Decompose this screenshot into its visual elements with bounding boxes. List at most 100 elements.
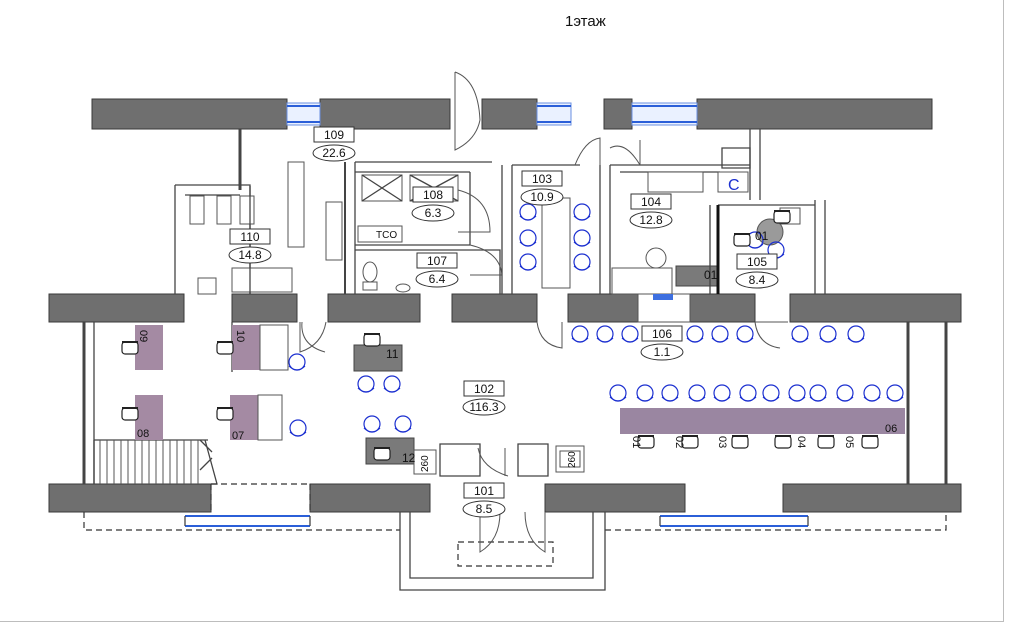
office-chair-icon <box>773 210 791 224</box>
top-entry-door <box>454 71 481 151</box>
chair-icon <box>819 325 837 343</box>
outer-side-walls <box>82 129 948 484</box>
chair-icon <box>357 375 375 393</box>
room-102-label: 102 116.3 <box>462 380 506 416</box>
room-106-number: 106 <box>652 327 672 341</box>
ws-01: 01 <box>630 436 642 448</box>
office-chair-icon <box>121 407 139 421</box>
room-103-label: 103 10.9 <box>520 170 564 206</box>
office-chair-icon <box>774 435 792 449</box>
office-chair-icon <box>373 447 391 461</box>
chair-icon <box>596 325 614 343</box>
room-110-area: 14.8 <box>238 248 262 262</box>
chair-icon <box>288 353 306 371</box>
chair-icon <box>571 325 589 343</box>
office-chairs <box>121 210 879 461</box>
reception-booths <box>413 443 585 477</box>
room-104-workstation-label: 01 <box>704 268 718 282</box>
chair-icon <box>736 325 754 343</box>
chair-icon <box>886 384 904 402</box>
room-104-area: 12.8 <box>639 213 663 227</box>
chair-icon <box>713 384 731 402</box>
room-106-area <box>637 293 788 349</box>
ws-05: 05 <box>843 436 855 448</box>
office-chair-icon <box>216 407 234 421</box>
room-104-number: 104 <box>641 195 661 209</box>
chair-icon <box>661 384 679 402</box>
grey-desks <box>353 344 415 465</box>
office-chair-icon <box>121 341 139 355</box>
label-260-a: 260 <box>420 455 431 472</box>
room-106-area: 1.1 <box>654 345 671 359</box>
ws-07: 07 <box>232 430 244 442</box>
chair-icon <box>519 253 537 271</box>
chair-icon <box>847 325 865 343</box>
ws-12: 12 <box>402 451 416 465</box>
room-110-number: 110 <box>240 230 259 244</box>
chair-icon <box>836 384 854 402</box>
room-105-workstation-label: 01 <box>755 229 769 243</box>
chair-icon <box>289 419 307 437</box>
right-desk-row <box>620 408 905 434</box>
left-desks <box>135 324 289 441</box>
room-107-area <box>355 244 503 294</box>
ws-06: 06 <box>885 423 897 435</box>
middle-wall-band <box>48 293 962 323</box>
ws-11: 11 <box>386 347 399 361</box>
ws-09: 09 <box>137 330 149 342</box>
chair-icon <box>519 203 537 221</box>
room-108-number: 108 <box>423 188 443 202</box>
bottom-wall-band <box>48 483 962 513</box>
office-chair-icon <box>363 333 381 347</box>
room-109-area <box>287 161 356 353</box>
page-frame <box>0 0 1004 622</box>
office-chair-icon <box>637 435 655 449</box>
chair-icon <box>711 325 729 343</box>
chair-icon <box>609 384 627 402</box>
office-chair-icon <box>731 435 749 449</box>
chair-icon <box>636 384 654 402</box>
room-102-area: 116.3 <box>469 400 498 414</box>
bottom-windows <box>184 515 809 527</box>
chair-icon <box>809 384 827 402</box>
ws-10: 10 <box>234 330 246 342</box>
workstation-labels: 01 02 03 04 05 06 07 08 09 10 11 12 <box>137 330 897 465</box>
chair-icon <box>762 384 780 402</box>
office-chair-icon <box>861 435 879 449</box>
room-101-doors <box>479 511 546 553</box>
office-chair-icon <box>733 233 751 247</box>
room-102-number: 102 <box>474 382 494 396</box>
ws-08: 08 <box>137 428 149 440</box>
chair-icon <box>573 253 591 271</box>
room-103-number: 103 <box>532 172 552 186</box>
room-109-label: 109 22.6 <box>312 126 356 162</box>
ws-04: 04 <box>795 436 807 448</box>
chair-icon <box>621 325 639 343</box>
chair-icon <box>363 415 381 433</box>
room-103-area: 10.9 <box>530 190 554 204</box>
chair-icon <box>739 384 757 402</box>
floor-title: 1этаж <box>565 13 606 30</box>
room-107-number: 107 <box>427 254 447 268</box>
c-mark-label: C <box>728 177 740 194</box>
office-chair-icon <box>817 435 835 449</box>
chair-icon <box>573 203 591 221</box>
room-110-area <box>174 184 293 295</box>
room-109-number: 109 <box>324 128 344 142</box>
chair-icon <box>686 325 704 343</box>
chair-icon <box>788 384 806 402</box>
top-exterior-wall <box>91 98 933 130</box>
chair-icon <box>573 229 591 247</box>
chair-icon <box>863 384 881 402</box>
chair-icon <box>791 325 809 343</box>
room-108-area: 6.3 <box>425 206 442 220</box>
room-109-area: 22.6 <box>322 146 346 160</box>
room-103-area <box>501 137 611 349</box>
room-107-area: 6.4 <box>429 272 446 286</box>
